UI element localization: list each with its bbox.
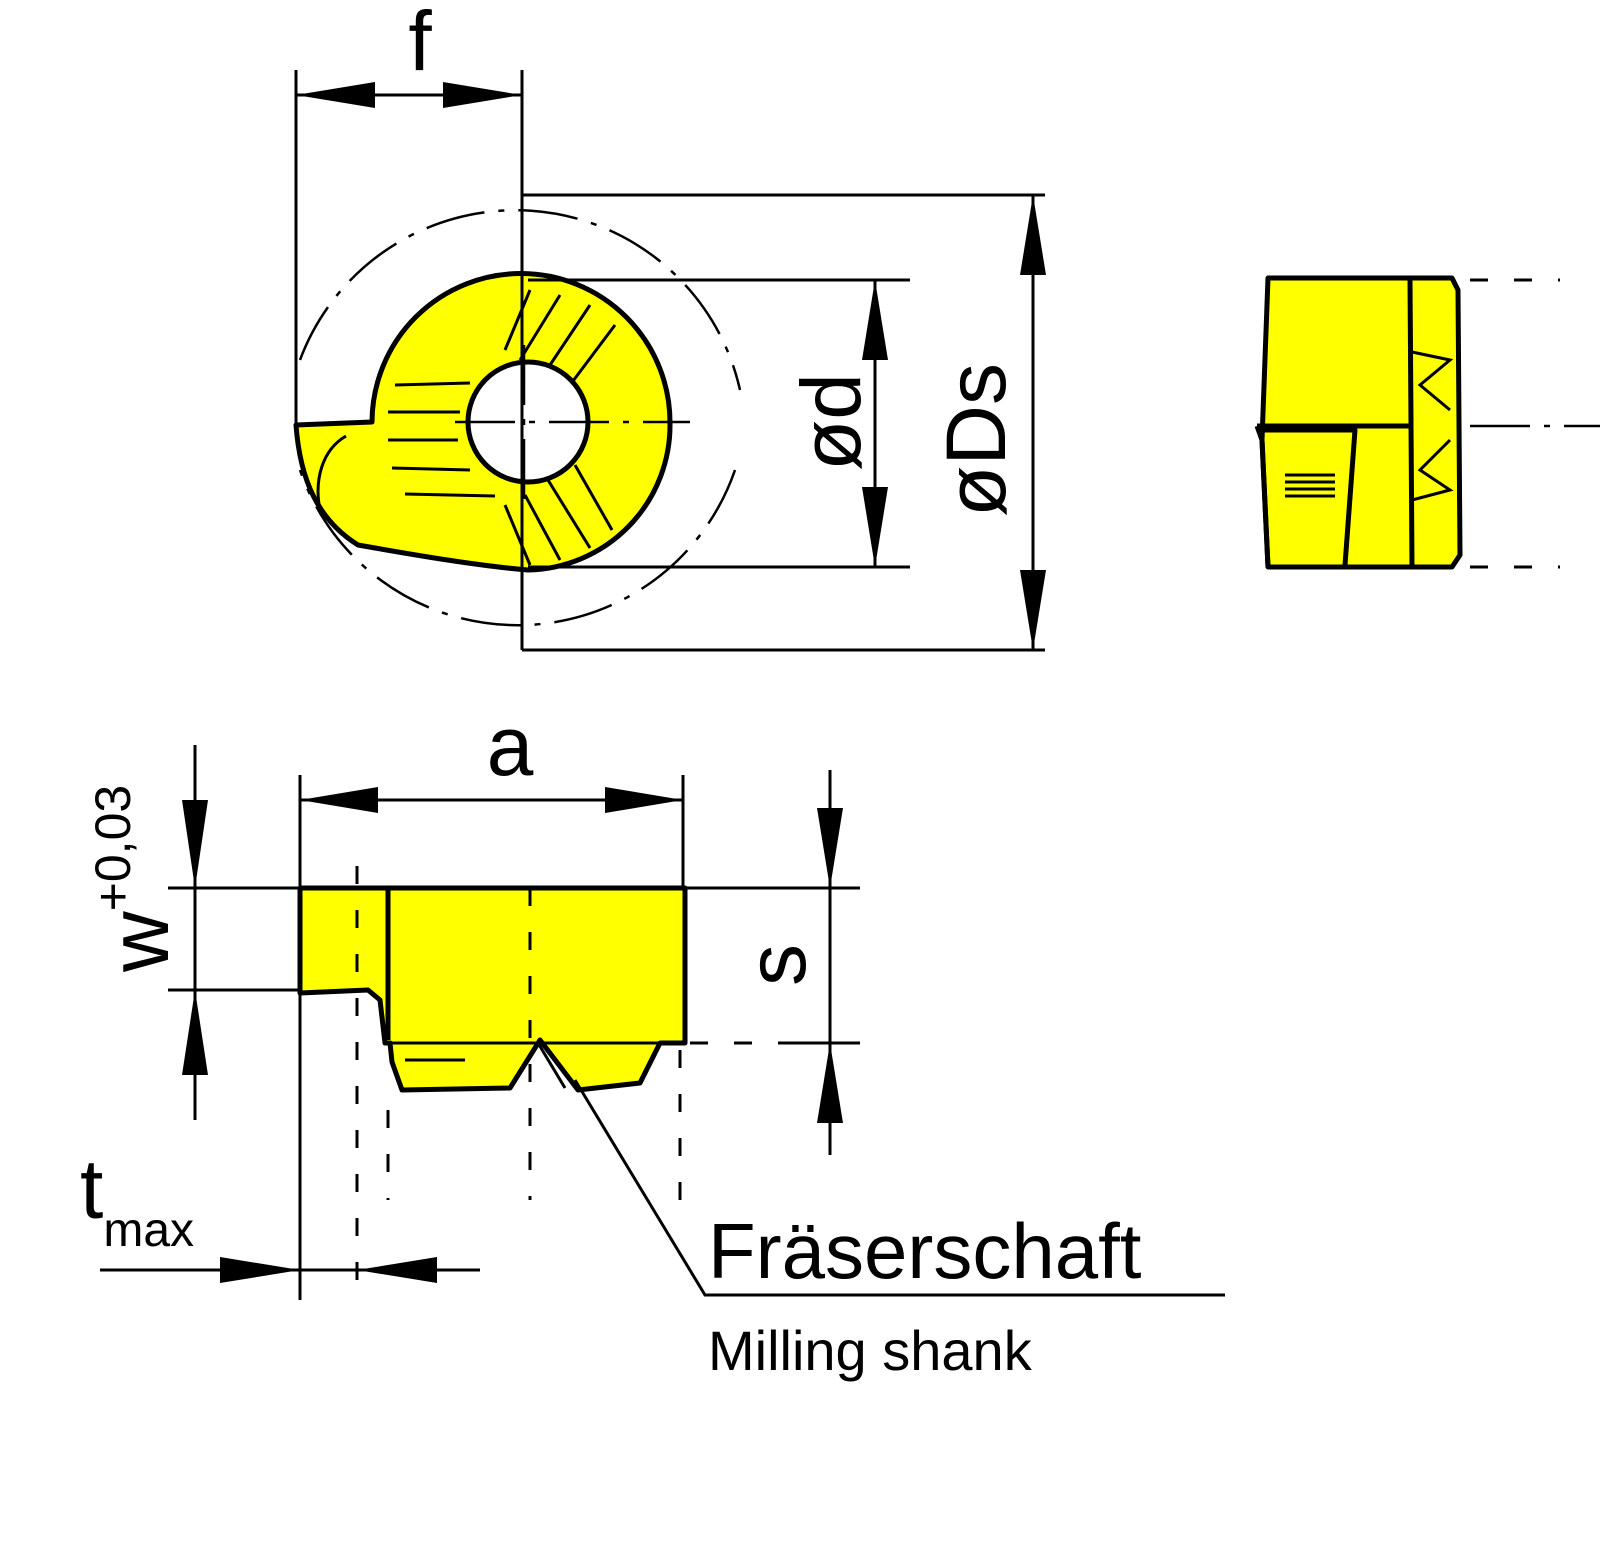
front-view: a w+0,03 s tmax Fräserschaft Milling sha… bbox=[80, 699, 1225, 1382]
dim-f bbox=[296, 82, 522, 108]
side-grooves bbox=[1285, 473, 1335, 498]
label-d: ød bbox=[784, 373, 878, 471]
side-view bbox=[1254, 275, 1600, 570]
label-s: s bbox=[729, 944, 823, 986]
label-Ds: øDs bbox=[929, 363, 1023, 517]
callout-de: Fräserschaft bbox=[708, 1207, 1142, 1295]
label-a: a bbox=[487, 699, 534, 793]
label-t: tmax bbox=[80, 1142, 194, 1257]
dim-w bbox=[182, 745, 208, 1120]
dim-Ds bbox=[1020, 195, 1046, 650]
dim-a bbox=[300, 787, 683, 813]
ds-circle bbox=[298, 209, 742, 627]
dim-d bbox=[862, 280, 888, 567]
side-body bbox=[1259, 275, 1463, 570]
front-extension-lines bbox=[168, 775, 860, 1300]
label-t-sub: max bbox=[103, 1204, 194, 1257]
callout-en: Milling shank bbox=[708, 1319, 1033, 1382]
label-f: f bbox=[408, 0, 432, 88]
dim-tmax bbox=[100, 1257, 480, 1283]
top-view: f ød øDs bbox=[293, 0, 1046, 652]
insert-tab-curve bbox=[316, 434, 347, 511]
dim-s bbox=[817, 770, 843, 1155]
label-t-main: t bbox=[80, 1142, 103, 1236]
label-w-tolerance: +0,03 bbox=[85, 785, 141, 912]
label-w-main: w bbox=[92, 911, 186, 973]
insert-stripes bbox=[388, 289, 617, 566]
top-extension-lines bbox=[294, 70, 1045, 652]
label-w: w+0,03 bbox=[85, 785, 186, 973]
callout-leader bbox=[573, 1079, 1225, 1297]
